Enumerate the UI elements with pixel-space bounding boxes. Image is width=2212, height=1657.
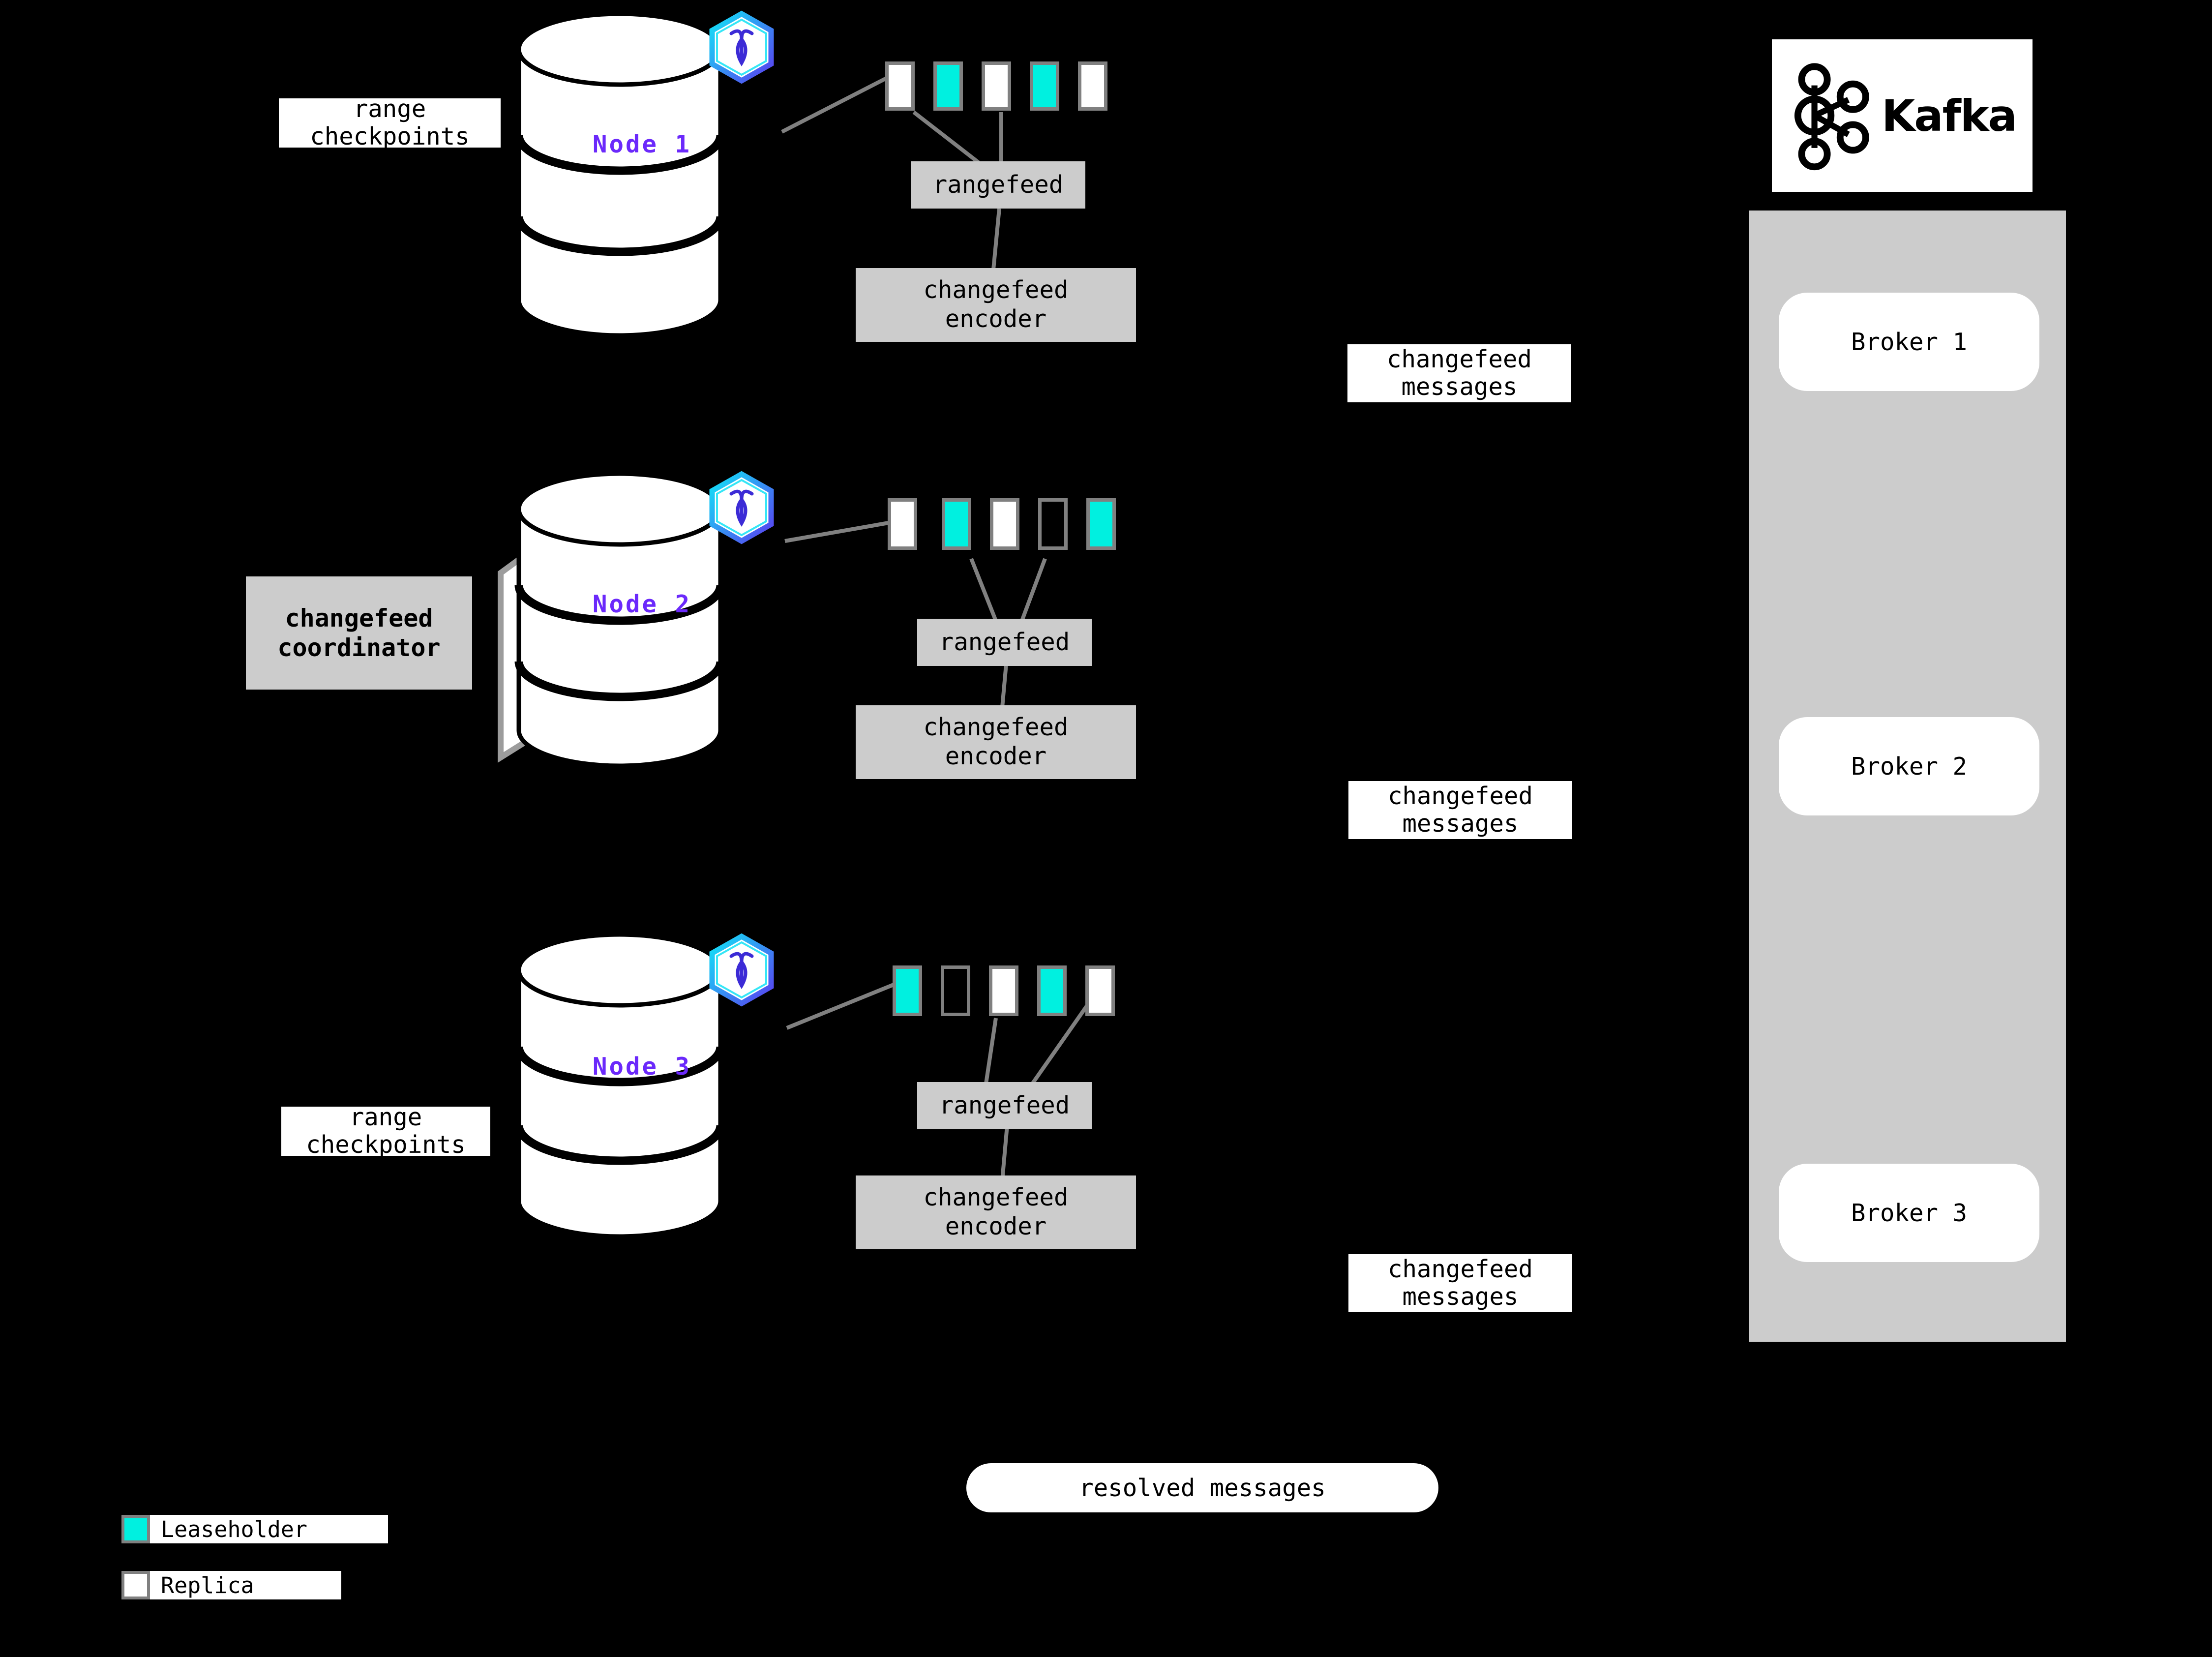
node1-range-2[interactable] — [933, 61, 963, 111]
node2-range-4[interactable] — [1038, 498, 1068, 550]
changefeed-messages-label-2: changefeed messages — [1348, 781, 1572, 839]
node3-range-3[interactable] — [989, 965, 1018, 1016]
legend-row-leaseholder: Leaseholder — [121, 1515, 388, 1543]
range-checkpoints-node1: range checkpoints — [279, 95, 501, 151]
node3-range-4[interactable] — [1037, 965, 1067, 1016]
kafka-wordmark: Kafka — [1882, 90, 2017, 141]
node3-rangefeed-box[interactable]: rangefeed — [917, 1082, 1092, 1129]
legend-swatch-leaseholder — [121, 1515, 150, 1543]
node3-range-1[interactable] — [893, 965, 922, 1016]
link-node1-rangefeed-encoder — [991, 208, 1001, 270]
broker-2[interactable]: Broker 2 — [1779, 717, 2039, 815]
resolved-messages-pill: resolved messages — [966, 1463, 1438, 1512]
node1-range-4[interactable] — [1030, 61, 1059, 111]
range-checkpoints-node3: range checkpoints — [281, 1103, 490, 1159]
legend-row-replica: Replica — [121, 1571, 341, 1599]
node1-range-1[interactable] — [885, 61, 915, 111]
link-node3-range3-rangefeed — [984, 1018, 998, 1084]
node2-label: Node 2 — [593, 590, 692, 618]
node2-range-3[interactable] — [990, 498, 1019, 550]
kafka-logo-box: Kafka — [1772, 39, 2033, 192]
legend-label-replica: Replica — [150, 1571, 341, 1599]
changefeed-messages-label-1: changefeed messages — [1347, 344, 1571, 402]
node2-rangefeed-box[interactable]: rangefeed — [917, 619, 1092, 666]
node1-range-5[interactable] — [1078, 61, 1107, 111]
link-node2-to-ranges — [784, 519, 897, 543]
link-node3-rangefeed-encoder — [1000, 1125, 1009, 1181]
kafka-logo-icon — [1794, 63, 1869, 171]
node3-changefeed-encoder-box[interactable]: changefeed encoder — [856, 1175, 1136, 1249]
node3-range-2[interactable] — [941, 965, 970, 1016]
node3-label: Node 3 — [593, 1053, 692, 1081]
node1-changefeed-encoder-box[interactable]: changefeed encoder — [856, 268, 1136, 342]
node2-range-1[interactable] — [888, 498, 917, 550]
link-node3-range5-rangefeed — [1030, 1001, 1091, 1086]
node3-range-5[interactable] — [1085, 965, 1115, 1016]
changefeed-messages-label-3: changefeed messages — [1348, 1254, 1572, 1312]
legend-label-leaseholder: Leaseholder — [150, 1515, 388, 1543]
broker-3[interactable]: Broker 3 — [1779, 1164, 2039, 1262]
node1-range-3[interactable] — [982, 61, 1011, 111]
node2-range-5[interactable] — [1086, 498, 1116, 550]
link-node1-to-ranges — [781, 72, 896, 134]
legend-swatch-replica — [121, 1571, 150, 1599]
node1-label: Node 1 — [593, 130, 692, 158]
link-node2-range2-rangefeed — [969, 558, 998, 622]
node1-rangefeed-box[interactable]: rangefeed — [911, 161, 1085, 209]
link-node1-range2-rangefeed — [912, 110, 981, 165]
changefeed-coordinator-box[interactable]: changefeed coordinator — [246, 576, 472, 690]
broker-1[interactable]: Broker 1 — [1779, 293, 2039, 391]
node2-changefeed-encoder-box[interactable]: changefeed encoder — [856, 705, 1136, 779]
link-node2-range4-rangefeed — [1020, 558, 1047, 622]
link-node3-to-ranges — [786, 982, 897, 1030]
node2-range-2[interactable] — [942, 498, 971, 550]
